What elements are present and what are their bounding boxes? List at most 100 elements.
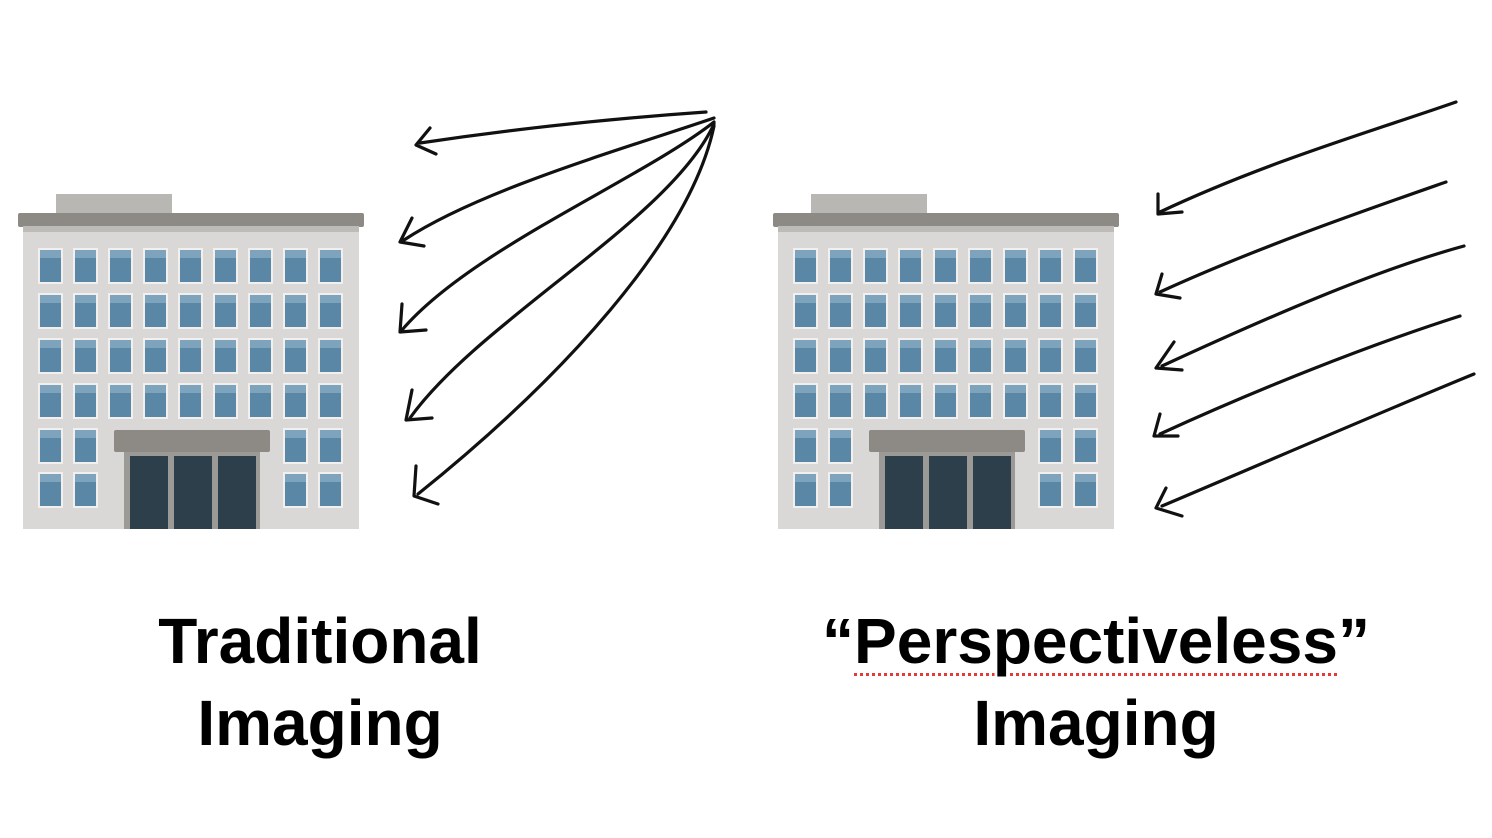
arrow-head xyxy=(1152,412,1180,438)
window-highlight xyxy=(110,295,131,303)
window-highlight xyxy=(1075,250,1096,258)
window-highlight xyxy=(145,385,166,393)
window-highlight xyxy=(935,250,956,258)
caption-line-1: Traditional xyxy=(158,605,482,677)
caption-line-2: Imaging xyxy=(973,687,1219,759)
window-highlight xyxy=(935,385,956,393)
window-highlight xyxy=(215,250,236,258)
window-highlight xyxy=(970,340,991,348)
window-highlight xyxy=(75,295,96,303)
window-highlight xyxy=(75,250,96,258)
window-highlight xyxy=(795,340,816,348)
office-building-icon xyxy=(18,194,364,529)
window-highlight xyxy=(75,340,96,348)
window-highlight xyxy=(1075,340,1096,348)
window-highlight xyxy=(40,385,61,393)
window-highlight xyxy=(865,340,886,348)
window-highlight xyxy=(320,295,341,303)
arrow-head xyxy=(414,126,438,156)
window-highlight xyxy=(1005,385,1026,393)
window-highlight xyxy=(830,340,851,348)
window-highlight xyxy=(1075,474,1096,482)
window-highlight xyxy=(250,340,271,348)
caption-line-1: “Perspectiveless” xyxy=(786,600,1406,682)
entrance-canopy xyxy=(114,430,270,452)
entrance-door xyxy=(885,456,923,529)
window-highlight xyxy=(1005,340,1026,348)
window-highlight xyxy=(40,295,61,303)
parallel-arrows xyxy=(1152,100,1476,518)
window-highlight xyxy=(1075,295,1096,303)
window-highlight xyxy=(215,385,236,393)
arrow-line xyxy=(1160,372,1476,508)
arrow-line xyxy=(418,110,708,145)
window-highlight xyxy=(180,250,201,258)
arrow-line xyxy=(402,116,716,242)
window-highlight xyxy=(1040,295,1061,303)
arrow-line xyxy=(1158,100,1458,214)
perspectiveless-imaging-caption: “Perspectiveless” Imaging xyxy=(786,600,1406,764)
window-highlight xyxy=(320,474,341,482)
window-highlight xyxy=(320,430,341,438)
window-highlight xyxy=(900,385,921,393)
window-highlight xyxy=(40,250,61,258)
window-highlight xyxy=(320,250,341,258)
window-highlight xyxy=(180,295,201,303)
window-highlight xyxy=(1040,250,1061,258)
window-highlight xyxy=(110,340,131,348)
window-highlight xyxy=(145,340,166,348)
converging-arrows xyxy=(398,110,716,506)
window-highlight xyxy=(900,250,921,258)
roof-parapet xyxy=(773,213,1119,227)
roof-block xyxy=(56,194,172,216)
traditional-imaging-diagram xyxy=(18,110,716,529)
arrow-line xyxy=(1158,314,1462,436)
facade-shadow xyxy=(23,226,359,232)
window-highlight xyxy=(285,474,306,482)
window-highlight xyxy=(795,250,816,258)
arrow-head xyxy=(1154,272,1182,300)
entrance-door xyxy=(973,456,1011,529)
window-highlight xyxy=(795,474,816,482)
window-highlight xyxy=(935,295,956,303)
window-highlight xyxy=(1005,250,1026,258)
window-highlight xyxy=(900,295,921,303)
window-highlight xyxy=(795,430,816,438)
entrance-door xyxy=(218,456,256,529)
entrance-door xyxy=(929,456,967,529)
caption-word-perspectiveless: Perspectiveless xyxy=(854,605,1338,677)
window-highlight xyxy=(1040,430,1061,438)
perspectiveless-imaging-panel: “Perspectiveless” Imaging xyxy=(746,0,1492,838)
window-highlight xyxy=(795,295,816,303)
window-highlight xyxy=(285,340,306,348)
window-highlight xyxy=(830,385,851,393)
window-highlight xyxy=(1040,340,1061,348)
arrow-head xyxy=(1156,192,1184,216)
window-highlight xyxy=(285,295,306,303)
traditional-imaging-caption: Traditional Imaging xyxy=(100,600,540,764)
entrance-canopy xyxy=(869,430,1025,452)
close-quote: ” xyxy=(1337,605,1370,677)
window-highlight xyxy=(970,385,991,393)
traditional-imaging-panel: Traditional Imaging xyxy=(18,110,716,764)
facade-shadow xyxy=(778,226,1114,232)
arrow-head xyxy=(398,302,428,334)
window-highlight xyxy=(865,385,886,393)
window-highlight xyxy=(215,295,236,303)
entrance-door xyxy=(130,456,168,529)
caption-line-2: Imaging xyxy=(197,687,443,759)
window-highlight xyxy=(145,250,166,258)
window-highlight xyxy=(865,250,886,258)
window-highlight xyxy=(970,295,991,303)
window-highlight xyxy=(75,430,96,438)
window-highlight xyxy=(250,385,271,393)
window-highlight xyxy=(110,250,131,258)
arrow-head xyxy=(1154,340,1184,372)
window-highlight xyxy=(1040,385,1061,393)
window-highlight xyxy=(865,295,886,303)
window-highlight xyxy=(935,340,956,348)
window-highlight xyxy=(40,474,61,482)
arrow-head xyxy=(398,216,426,248)
arrow-line xyxy=(416,124,716,496)
window-highlight xyxy=(1075,430,1096,438)
